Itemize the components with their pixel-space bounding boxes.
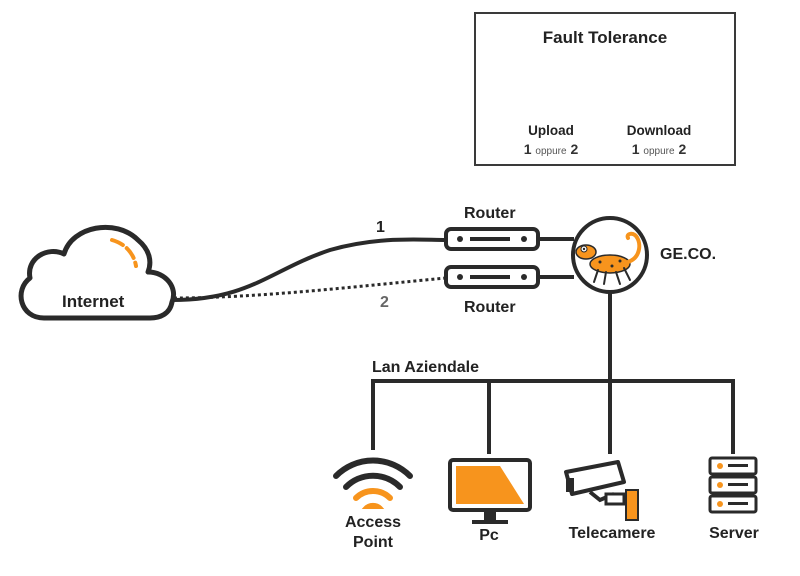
upload-option-2: 2 — [570, 141, 579, 157]
upload-options: 1 oppure 2 — [501, 141, 601, 157]
download-or-text: oppure — [643, 146, 675, 157]
download-options: 1 oppure 2 — [609, 141, 709, 157]
fault-tolerance-title: Fault Tolerance — [542, 28, 668, 47]
access-point-label-line2: Point — [353, 534, 393, 551]
access-point-label-line1: Access — [344, 514, 402, 531]
upload-or-text: oppure — [535, 146, 567, 157]
security-camera-icon — [564, 460, 639, 521]
link-1-label: 1 — [376, 219, 385, 236]
pc-monitor-icon — [448, 458, 532, 524]
server-label: Server — [709, 525, 759, 542]
router-bottom-icon — [444, 265, 540, 289]
access-point-wifi-icon — [333, 457, 413, 509]
pc-label: Pc — [479, 527, 499, 544]
fault-tolerance-box: Fault Tolerance Upload Download 1 oppure… — [474, 12, 736, 166]
lan-label: Lan Aziendale — [372, 359, 479, 376]
download-label: Download — [626, 123, 692, 138]
link-1-line — [171, 237, 447, 302]
link-2-label: 2 — [380, 294, 389, 311]
upload-option-1: 1 — [523, 141, 532, 157]
geco-gecko-icon — [571, 216, 649, 294]
geco-label: GE.CO. — [660, 246, 717, 263]
server-icon — [708, 456, 758, 514]
router-top-icon — [444, 227, 540, 251]
router-bottom-label: Router — [464, 299, 516, 316]
router-top-label: Router — [464, 205, 516, 222]
cameras-label: Telecamere — [568, 525, 656, 542]
upload-label: Upload — [528, 123, 574, 138]
access-point-label: Access Point — [323, 513, 423, 553]
download-option-2: 2 — [678, 141, 687, 157]
internet-label: Internet — [62, 292, 125, 311]
internet-cloud-icon — [18, 224, 176, 321]
download-option-1: 1 — [631, 141, 640, 157]
